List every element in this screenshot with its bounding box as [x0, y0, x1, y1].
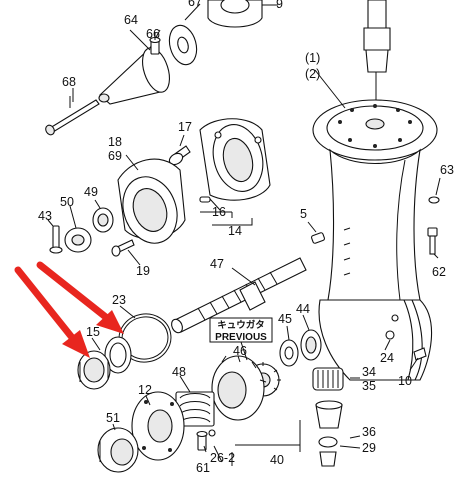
part-long-bolt-68 [45, 96, 100, 136]
part-spring-48 [175, 391, 215, 427]
callout-35: 35 [362, 379, 376, 393]
callout-5: 5 [300, 207, 307, 221]
callout-67: 67 [188, 0, 202, 9]
callout-49: 49 [84, 185, 98, 199]
red-arrows [14, 261, 124, 358]
part-pin-16 [199, 196, 221, 211]
callout-23: 23 [112, 293, 126, 307]
part-screw-24 [385, 330, 395, 340]
part-washer-63 [428, 196, 440, 204]
part-washer-29 [318, 436, 338, 448]
callout-47: 47 [210, 257, 224, 271]
callout-1: (1) [305, 51, 320, 65]
callout-36: 36 [362, 425, 376, 439]
part-washer-45 [279, 339, 299, 367]
part-bearing-49 [92, 207, 114, 233]
callout-17: 17 [178, 120, 192, 134]
part-shaft-47 [171, 257, 307, 334]
part-nut-bottom [319, 451, 337, 467]
callout-44: 44 [296, 302, 310, 316]
part-screw-17 [168, 145, 191, 166]
part-main-housing-1-2 [312, 0, 438, 381]
callout-48: 48 [172, 365, 186, 379]
part-bearing-left [77, 350, 111, 390]
red-arrow-2 [36, 261, 116, 326]
callout-9: 9 [276, 0, 283, 11]
part-bearing-44 [300, 329, 322, 361]
callout-19: 19 [136, 264, 150, 278]
part-housing-36 [315, 400, 343, 429]
callout-61: 61 [196, 461, 210, 475]
part-bolt-19 [111, 239, 135, 257]
part-case-14 [199, 118, 271, 201]
red-arrow-2-head [96, 310, 124, 334]
callout-64: 64 [124, 13, 138, 27]
previous-stamp: キュウガタ PREVIOUS [209, 317, 273, 343]
callout-14: 14 [228, 224, 242, 238]
part-washer-67 [168, 3, 201, 66]
callout-26-2: 26-2 [210, 451, 235, 465]
callout-66: 66 [146, 27, 160, 41]
part-cone-64 [98, 29, 170, 105]
part-pin-26-2 [208, 429, 216, 437]
callout-12: 12 [138, 383, 152, 397]
part-plate-12 [131, 391, 185, 461]
callout-24: 24 [380, 351, 394, 365]
callout-18: 18 [108, 135, 122, 149]
callout-15: 15 [86, 325, 100, 339]
callout-68: 68 [62, 75, 76, 89]
callout-51: 51 [106, 411, 120, 425]
callout-69: 69 [108, 149, 122, 163]
leader-lines [47, 29, 441, 466]
part-ring-15 [104, 336, 132, 374]
callout-63: 63 [440, 163, 454, 177]
callout-10: 10 [398, 374, 412, 388]
stamp-text-jp: キュウガタ [217, 319, 265, 331]
part-pin-5 [311, 232, 325, 244]
callout-40: 40 [270, 453, 284, 467]
callout-29: 29 [362, 441, 376, 455]
part-plug-10 [413, 347, 427, 361]
part-bolt-66 [149, 36, 161, 55]
callout-45: 45 [278, 312, 292, 326]
red-arrow-1-head [62, 330, 90, 358]
part-nut-50 [64, 227, 92, 253]
callout-50: 50 [60, 195, 74, 209]
part-cover-18-69 [117, 158, 186, 244]
part-bolt-43 [49, 225, 63, 254]
part-bevel-gear-40 [211, 355, 267, 421]
part-bolt-61 [196, 430, 208, 451]
part-bearing-51 [97, 427, 139, 473]
callout-2: (2) [305, 67, 320, 81]
part-bearing-34-35 [312, 367, 344, 391]
part-9-housing [207, 0, 278, 28]
callout-34: 34 [362, 365, 376, 379]
stamp-text-en: PREVIOUS [215, 332, 267, 343]
part-bolt-62 [427, 227, 438, 255]
callout-43: 43 [38, 209, 52, 223]
callout-labels: 64 67 9 66 68 (1) (2) 17 18 69 49 50 43 … [38, 0, 454, 475]
callout-62: 62 [432, 265, 446, 279]
red-arrow-1 [14, 266, 82, 349]
callout-46: 46 [233, 344, 247, 358]
callout-16: 16 [212, 205, 226, 219]
